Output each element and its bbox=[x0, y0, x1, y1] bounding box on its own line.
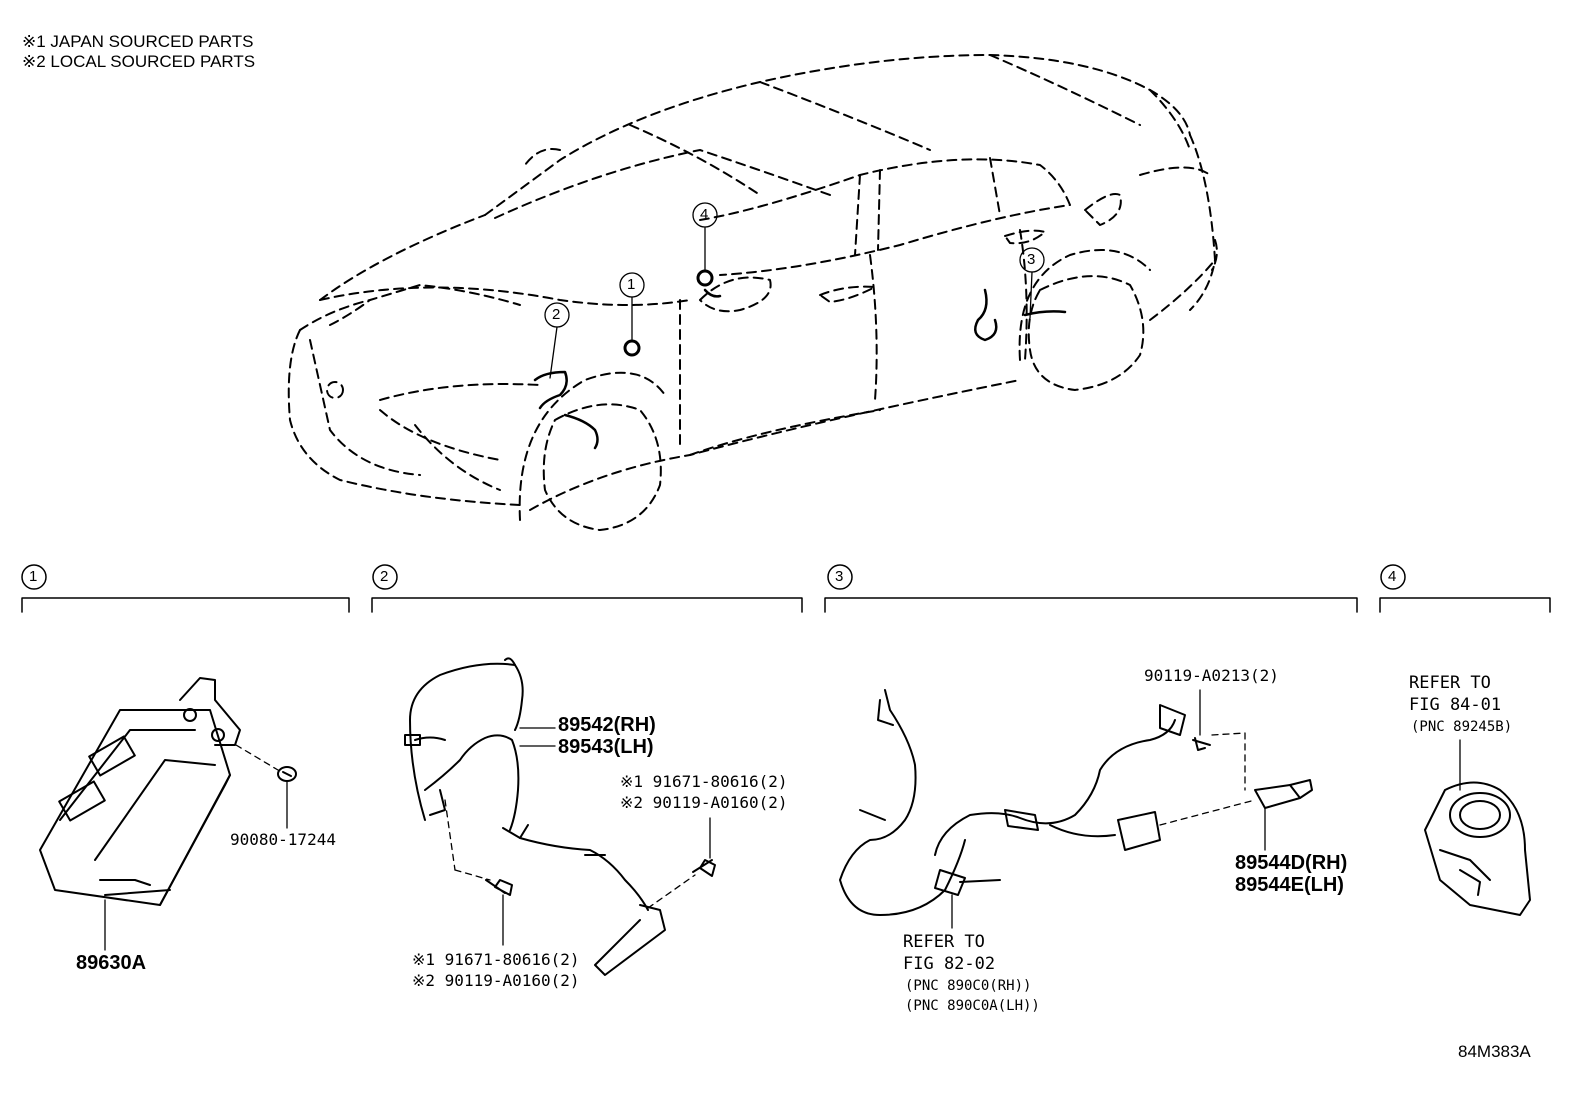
front-speed-sensor-drawing bbox=[404, 657, 716, 976]
rear-harness-pnc-rh: (PNC 890C0(RH)) bbox=[905, 978, 1032, 994]
section-brackets bbox=[21, 564, 1551, 613]
callout-2: 2 bbox=[552, 306, 561, 323]
part-number-rear-sensor-rh[interactable]: 89544D(RH) bbox=[1235, 852, 1348, 874]
part-number-front-sensor-rh[interactable]: 89542(RH) bbox=[558, 714, 656, 736]
bolt-label-upper-local[interactable]: ※2 90119-A0160(2) bbox=[620, 793, 788, 812]
part-number-ecu[interactable]: 89630A bbox=[76, 952, 147, 974]
car-harness-lines bbox=[533, 288, 1067, 450]
section-number-4: 4 bbox=[1388, 568, 1397, 585]
part-number-front-sensor-lh[interactable]: 89543(LH) bbox=[558, 736, 654, 758]
section-number-1: 1 bbox=[29, 568, 38, 585]
figure-id: 84M383A bbox=[1458, 1042, 1531, 1061]
rear-harness-pnc-lh: (PNC 890C0A(LH)) bbox=[905, 998, 1040, 1014]
ecu-89630A-drawing bbox=[39, 677, 297, 951]
steering-sensor-location-marker bbox=[696, 269, 714, 287]
ecu-location-marker bbox=[623, 339, 641, 357]
section-number-2: 2 bbox=[380, 568, 389, 585]
rear-speed-sensor-drawing bbox=[839, 689, 1313, 929]
part-number-rear-sensor-lh[interactable]: 89544E(LH) bbox=[1235, 874, 1344, 896]
bolt-label-lower-local[interactable]: ※2 90119-A0160(2) bbox=[412, 971, 580, 990]
steering-sensor-pnc: (PNC 89245B) bbox=[1411, 719, 1513, 735]
callout-4: 4 bbox=[700, 206, 709, 223]
section-number-3: 3 bbox=[835, 568, 844, 585]
car-illustration bbox=[287, 54, 1218, 531]
legend-note-japan: ※1 JAPAN SOURCED PARTS bbox=[22, 32, 254, 51]
part-number-nut[interactable]: 90080-17244 bbox=[230, 830, 336, 849]
steering-sensor-fig-ref[interactable]: FIG 84-01 bbox=[1409, 695, 1502, 715]
callout-3: 3 bbox=[1027, 251, 1036, 268]
bolt-label-lower-japan[interactable]: ※1 91671-80616(2) bbox=[412, 950, 580, 969]
steering-sensor-refer-to: REFER TO bbox=[1409, 673, 1491, 693]
rear-harness-refer-to: REFER TO bbox=[903, 932, 985, 952]
bolt-label-upper-japan[interactable]: ※1 91671-80616(2) bbox=[620, 772, 788, 791]
legend-note-local: ※2 LOCAL SOURCED PARTS bbox=[22, 52, 256, 71]
rear-harness-fig-ref[interactable]: FIG 82-02 bbox=[903, 954, 996, 974]
part-number-rear-bolt[interactable]: 90119-A0213(2) bbox=[1144, 666, 1279, 685]
steering-angle-sensor-drawing bbox=[1424, 739, 1531, 916]
callout-1: 1 bbox=[627, 276, 636, 293]
